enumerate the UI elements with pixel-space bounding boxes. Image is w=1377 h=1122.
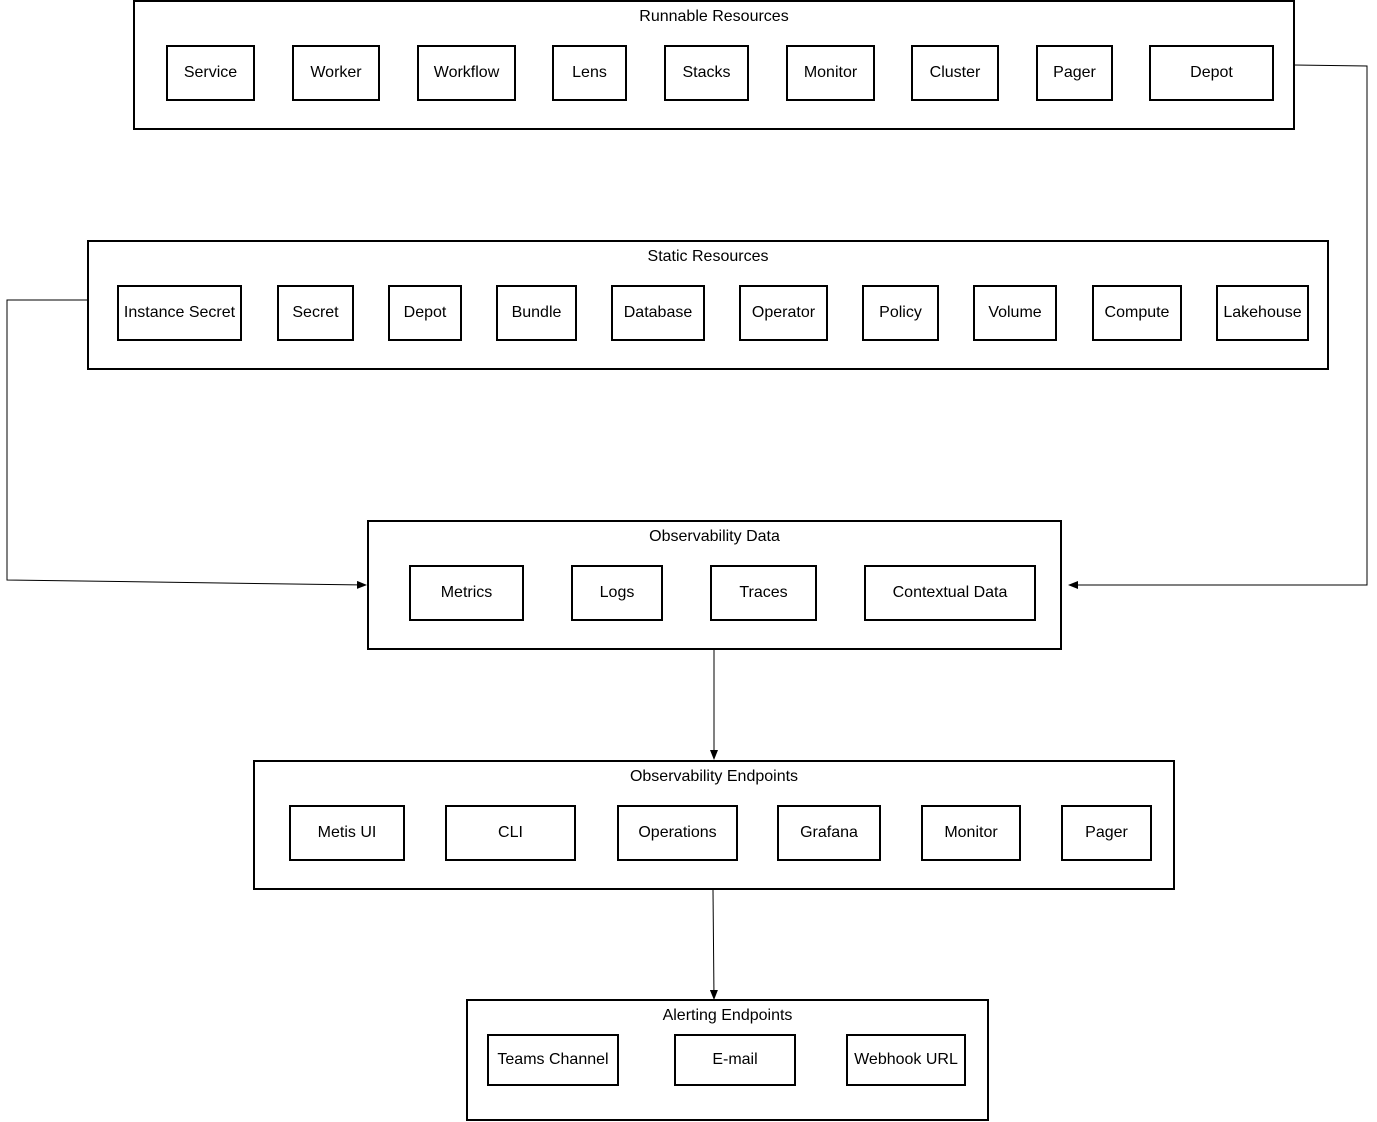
depot-node: Depot [1149,45,1274,101]
operator-node: Operator [739,285,828,341]
logs-node: Logs [571,565,663,621]
endpoints-to-alerting-arrow [709,889,718,1000]
teams-channel-node: Teams Channel [487,1034,619,1086]
alerting-endpoints-title: Alerting Endpoints [662,1007,793,1024]
operations-node: Operations [617,805,738,861]
pager-node: Pager [1036,45,1113,101]
runnable-resources-title: Runnable Resources [639,8,789,25]
workflow-node: Workflow [417,45,516,101]
traces-node: Traces [710,565,817,621]
metrics-node: Metrics [409,565,524,621]
cluster-node: Cluster [911,45,999,101]
lakehouse-node: Lakehouse [1216,285,1309,341]
compute-node: Compute [1092,285,1182,341]
instance-secret-node: Instance Secret [117,285,242,341]
metis-ui-node: Metis UI [289,805,405,861]
monitor-node: Monitor [786,45,875,101]
policy-node: Policy [862,285,939,341]
bundle-node: Bundle [496,285,577,341]
pager-endpoint-node: Pager [1061,805,1152,861]
secret-node: Secret [277,285,354,341]
monitor-endpoint-node: Monitor [921,805,1021,861]
lens-node: Lens [552,45,627,101]
grafana-node: Grafana [777,805,881,861]
cli-node: CLI [445,805,576,861]
email-node: E-mail [674,1034,796,1086]
stacks-node: Stacks [664,45,749,101]
observability-data-title: Observability Data [649,528,780,545]
volume-node: Volume [973,285,1057,341]
static-resources-title: Static Resources [647,248,769,265]
depot-static-node: Depot [388,285,462,341]
observability-endpoints-title: Observability Endpoints [629,768,799,785]
database-node: Database [611,285,705,341]
service-node: Service [166,45,255,101]
webhook-url-node: Webhook URL [846,1034,966,1086]
contextual-data-node: Contextual Data [864,565,1036,621]
worker-node: Worker [292,45,380,101]
